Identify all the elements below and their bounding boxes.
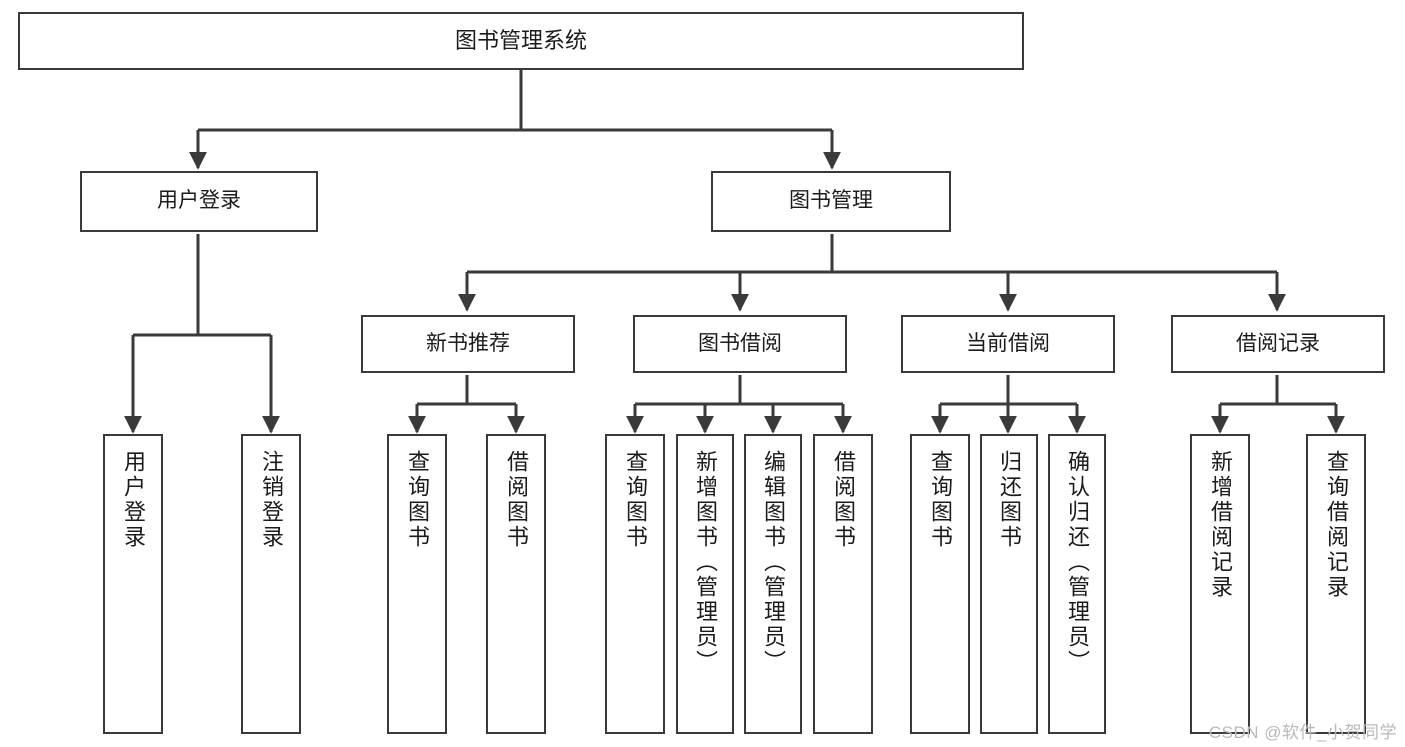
node-borrow-record[interactable]: 借阅记录 [1171,315,1385,373]
leaf-new-book-borrow-books[interactable]: 借阅图书 [486,434,546,734]
leaf-user-login-signin[interactable]: 用户登录 [103,434,163,734]
node-label: 图书管理 [789,189,873,213]
node-new-book-recommendation[interactable]: 新书推荐 [361,315,575,373]
node-label: 当前借阅 [966,331,1050,355]
leaf-book-borrow-borrow-books[interactable]: 借阅图书 [813,434,873,734]
node-label: 新书推荐 [426,331,510,355]
node-label: 借阅记录 [1236,331,1320,355]
node-label: 图书借阅 [698,331,782,355]
watermark-csdn: CSDN @软件_小贺同学 [1208,723,1397,742]
node-label: 新增借阅记录 [1208,450,1233,600]
node-label: 借阅图书 [831,450,856,550]
leaf-book-borrow-add-book-admin[interactable]: 新增图书（管理员） [676,434,734,734]
node-label: 查询图书 [928,450,953,550]
leaf-book-borrow-query-books[interactable]: 查询图书 [605,434,665,734]
node-book-borrow[interactable]: 图书借阅 [633,315,847,373]
leaf-borrow-record-query-record[interactable]: 查询借阅记录 [1306,434,1366,734]
leaf-new-book-query-books[interactable]: 查询图书 [387,434,447,734]
leaf-current-borrow-confirm-return-admin[interactable]: 确认归还（管理员） [1048,434,1106,734]
node-label: 注销登录 [259,450,284,550]
node-current-borrow[interactable]: 当前借阅 [901,315,1115,373]
leaf-borrow-record-add-record[interactable]: 新增借阅记录 [1190,434,1250,734]
leaf-current-borrow-query-books[interactable]: 查询图书 [910,434,970,734]
node-label: 查询图书 [623,450,648,550]
node-label: 查询借阅记录 [1324,450,1349,600]
node-label: 用户登录 [157,189,241,213]
node-label: 编辑图书（管理员） [761,450,786,675]
node-label: 图书管理系统 [454,28,587,54]
node-label: 确认归还（管理员） [1065,450,1090,675]
node-book-management[interactable]: 图书管理 [711,171,951,232]
node-label: 新增图书（管理员） [693,450,718,675]
node-label: 归还图书 [997,450,1022,550]
node-root-library-management-system[interactable]: 图书管理系统 [18,12,1024,70]
leaf-user-login-signout[interactable]: 注销登录 [241,434,301,734]
node-label: 用户登录 [121,450,146,550]
leaf-book-borrow-edit-book-admin[interactable]: 编辑图书（管理员） [744,434,802,734]
leaf-current-borrow-return-books[interactable]: 归还图书 [980,434,1038,734]
node-label: 查询图书 [405,450,430,550]
node-user-login[interactable]: 用户登录 [80,171,318,232]
node-label: 借阅图书 [504,450,529,550]
